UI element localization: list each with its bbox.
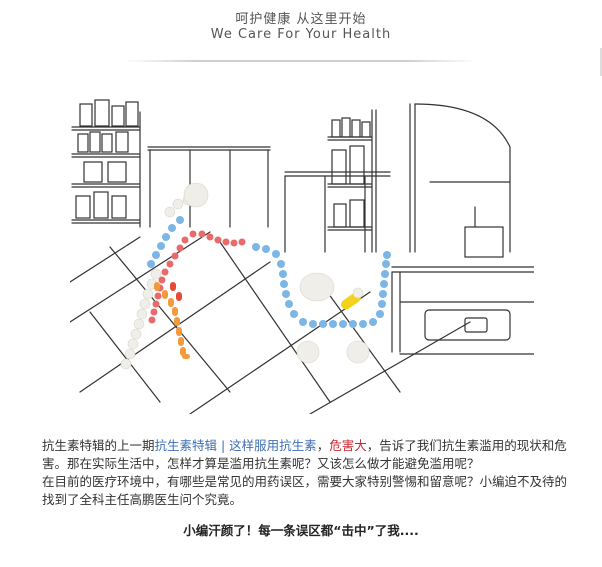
- paragraph-text-rest: ，告诉了我们抗生素滥用的现状和危害。那在实际生活中，怎样才算是滥用抗生素呢？又该…: [42, 438, 567, 471]
- article-body: 抗生素特辑的上一期抗生素特辑 | 这样服用抗生素，危害大，告诉了我们抗生素滥用的…: [42, 437, 570, 509]
- article-paragraph-2: 在目前的医疗环境中，有哪些是常见的用药误区，需要大家特别警惕和留意呢？小编迫不及…: [42, 474, 568, 507]
- highlight-harm: 危害大: [329, 438, 367, 453]
- closing-line: 小编汗颜了！每一条误区都“击中”了我....: [183, 523, 419, 538]
- paragraph-text: 抗生素特辑的上一期: [42, 438, 155, 453]
- previous-issue-link[interactable]: 抗生素特辑 | 这样服用抗生素: [154, 438, 317, 453]
- header-divider: [125, 60, 477, 62]
- tagline-english: We Care For Your Health: [210, 27, 392, 42]
- scroll-edge-indicator: [600, 48, 602, 76]
- pill-figure-pharmacy-illustration: [70, 99, 534, 414]
- punctuation: ，: [316, 438, 330, 453]
- tagline-chinese: 呵护健康 从这里开始: [235, 12, 367, 27]
- article-paragraph-1: 抗生素特辑的上一期抗生素特辑 | 这样服用抗生素，危害大，告诉了我们抗生素滥用的…: [42, 437, 570, 473]
